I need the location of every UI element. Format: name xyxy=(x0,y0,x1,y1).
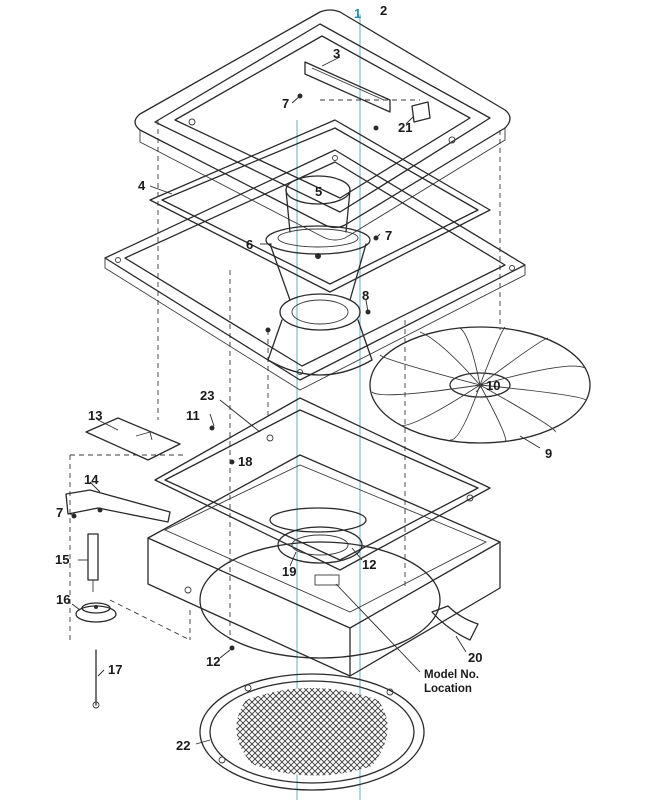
callout-22: 22 xyxy=(176,738,190,753)
motor-mount xyxy=(269,507,367,564)
leader-lines xyxy=(69,56,541,745)
model-location-label: Location xyxy=(424,683,472,695)
shaft-15 xyxy=(87,533,99,592)
rod-17 xyxy=(92,649,100,709)
callout-17: 17 xyxy=(108,662,122,677)
main-housing xyxy=(147,397,501,677)
callout-4: 4 xyxy=(138,178,146,193)
hinge-bracket xyxy=(304,61,391,113)
callout-19: 19 xyxy=(282,564,296,579)
bracket-13 xyxy=(85,417,181,461)
callout-12-left: 12 xyxy=(206,654,220,669)
callout-1: 1 xyxy=(354,6,361,21)
callout-12-right: 12 xyxy=(362,557,376,572)
callout-7-left: 7 xyxy=(56,505,63,520)
callout-14: 14 xyxy=(84,472,99,487)
callout-11: 11 xyxy=(186,408,200,423)
callout-7-top: 7 xyxy=(282,96,289,111)
lid-frame xyxy=(134,9,511,241)
callout-15: 15 xyxy=(55,552,69,567)
motor-assembly xyxy=(265,175,373,376)
callout-6: 6 xyxy=(246,237,253,252)
callout-18: 18 xyxy=(238,454,252,469)
fan-blade xyxy=(369,326,591,444)
screws xyxy=(71,93,379,651)
callout-10: 10 xyxy=(486,378,500,393)
arm-14 xyxy=(65,489,171,523)
callout-21: 21 xyxy=(398,120,412,135)
callout-8: 8 xyxy=(362,288,369,303)
callout-2: 2 xyxy=(380,3,387,18)
gear-16 xyxy=(75,602,117,623)
venturi-ring xyxy=(199,541,441,659)
callout-20: 20 xyxy=(468,650,482,665)
callout-7-right: 7 xyxy=(385,228,392,243)
clip-part xyxy=(411,101,431,123)
assembly-dash-lines xyxy=(69,99,501,641)
base-flange xyxy=(104,149,526,391)
gasket-frame xyxy=(149,119,491,293)
flap-20 xyxy=(431,605,479,641)
callout-23: 23 xyxy=(200,388,214,403)
callout-5: 5 xyxy=(315,184,322,199)
model-no-label: Model No. xyxy=(424,669,479,681)
grille-22 xyxy=(199,673,425,791)
callout-16: 16 xyxy=(56,592,70,607)
callout-13: 13 xyxy=(88,408,102,423)
callout-9: 9 xyxy=(545,446,552,461)
callout-3: 3 xyxy=(333,46,340,61)
